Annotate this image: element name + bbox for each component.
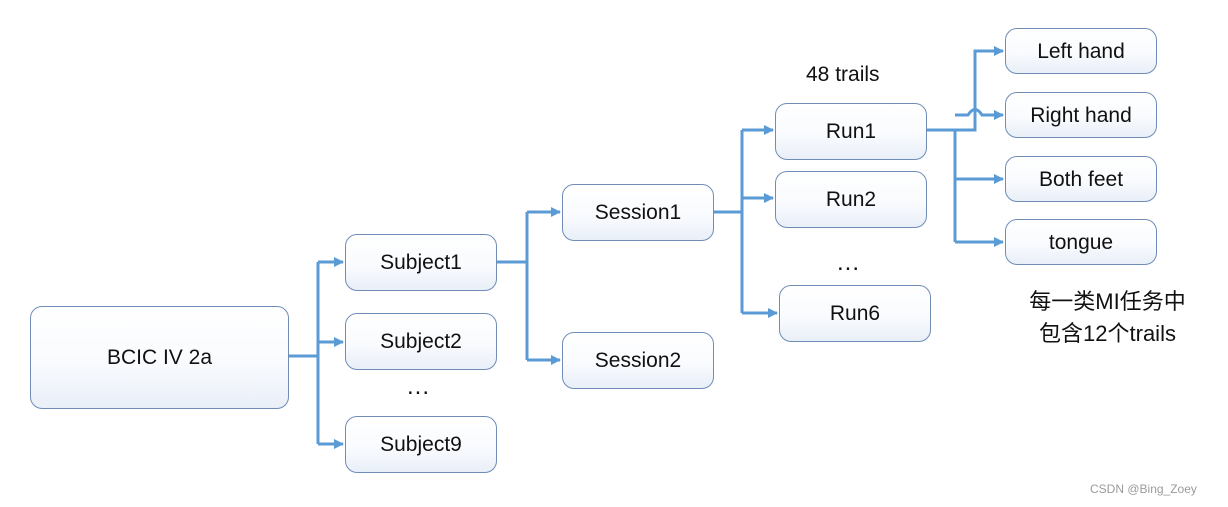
run-node-6: Run6 bbox=[779, 285, 931, 342]
connector-run1-to-left-hand bbox=[927, 46, 1004, 132]
run-node-2: Run2 bbox=[775, 171, 927, 228]
runs-ellipsis: ... bbox=[837, 249, 861, 276]
task-node-tongue: tongue bbox=[1005, 219, 1157, 265]
run-node-1: Run1 bbox=[775, 103, 927, 160]
subject-node-9: Subject9 bbox=[345, 416, 497, 473]
runs-trial-count: 48 trails bbox=[806, 63, 880, 86]
task-node-both-feet: Both feet bbox=[1005, 156, 1157, 202]
csdn-watermark: CSDN @Bing_Zoey bbox=[1090, 482, 1197, 496]
subject-node-1: Subject1 bbox=[345, 234, 497, 291]
connector-subject-to-sessions bbox=[497, 212, 529, 360]
task-trial-note-line-1: 每一类MI任务中 bbox=[1029, 289, 1186, 314]
subjects-ellipsis: ... bbox=[407, 373, 431, 400]
task-node-right-hand: Right hand bbox=[1005, 92, 1157, 138]
session-node-1: Session1 bbox=[562, 184, 714, 241]
task-node-left-hand: Left hand bbox=[1005, 28, 1157, 74]
root-node-bcic-iv-2a: BCIC IV 2a bbox=[30, 306, 289, 409]
task-trial-note-line-2: 包含12个trails bbox=[1039, 321, 1176, 346]
connector-root-to-subjects bbox=[289, 262, 320, 444]
connector-to-right-hand bbox=[955, 108, 1004, 120]
connector-session-to-runs bbox=[714, 130, 744, 313]
session-node-2: Session2 bbox=[562, 332, 714, 389]
task-trial-note: 每一类MI任务中 包含12个trails bbox=[1005, 286, 1210, 350]
connector-run1-to-tasks bbox=[927, 128, 957, 242]
subject-node-2: Subject2 bbox=[345, 313, 497, 370]
